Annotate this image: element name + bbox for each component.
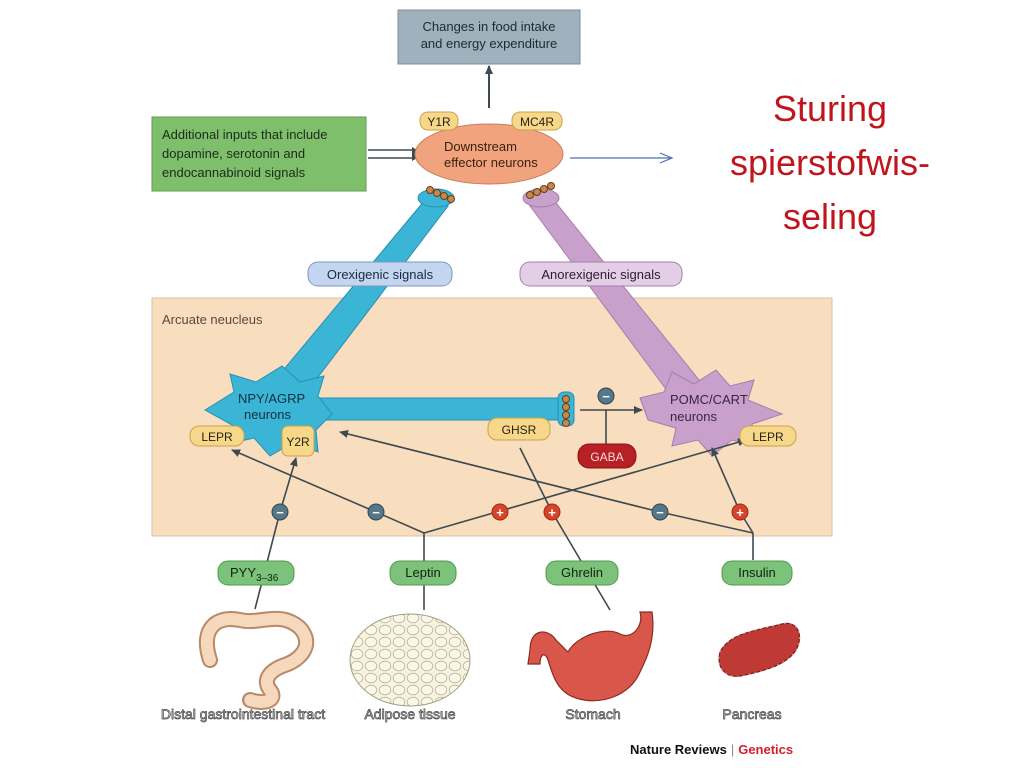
adipose-illustration	[349, 613, 471, 707]
svg-text:+: +	[496, 505, 504, 520]
lepr-right-receptor	[739, 425, 797, 447]
pyy-label-box	[217, 560, 295, 586]
effector-label-1: Downstream	[444, 139, 517, 154]
y1r-label: Y1R	[427, 115, 451, 129]
plus-sign-leptin: +	[491, 503, 509, 521]
credit-journal: Genetics	[738, 742, 794, 757]
effector-label-2: effector neurons	[444, 155, 538, 170]
intestine-illustration	[198, 610, 315, 710]
pancreas-illustration	[718, 622, 801, 677]
y2r-receptor	[281, 425, 315, 457]
gaba-label: GABA	[590, 450, 623, 464]
pancreas-label: Pancreas	[722, 706, 781, 722]
output-box	[397, 9, 581, 65]
svg-text:−: −	[276, 505, 284, 520]
gaba-box	[577, 443, 637, 469]
svg-text:−: −	[372, 505, 380, 520]
plus-sign-ghrelin: +	[543, 503, 561, 521]
npy-label-2: neurons	[244, 407, 291, 422]
output-line-2: and energy expenditure	[421, 36, 558, 51]
arcuate-label: Arcuate neucleus	[162, 312, 263, 327]
pomc-label-2: neurons	[670, 409, 717, 424]
adipose-label: Adipose tissue	[364, 706, 455, 722]
ghrelin-label: Ghrelin	[561, 565, 603, 580]
insulin-label: Insulin	[738, 565, 776, 580]
npy-label-1: NPY/AGRP	[238, 391, 305, 406]
mc4r-label: MC4R	[520, 115, 554, 129]
ghrelin-label-box	[545, 560, 619, 586]
plus-sign-insulin: +	[731, 503, 749, 521]
slide-title-line-2: spierstofwis-	[729, 142, 931, 183]
orexigenic-label: Orexigenic signals	[327, 267, 434, 282]
stomach-label: Stomach	[565, 706, 620, 722]
minus-sign-gaba: −	[597, 387, 615, 405]
anorexigenic-label-box	[519, 261, 683, 287]
pomc-label-1: POMC/CART	[670, 392, 748, 407]
svg-text:+: +	[548, 505, 556, 520]
output-line-1: Changes in food intake	[423, 19, 556, 34]
minus-sign-insulin: −	[651, 503, 669, 521]
lepr-right-label: LEPR	[752, 430, 784, 444]
lepr-left-receptor	[189, 425, 245, 447]
credit-publisher: Nature Reviews	[630, 742, 727, 757]
orexigenic-label-box	[307, 261, 453, 287]
inputs-line-3: endocannabinoid signals	[162, 165, 306, 180]
ghsr-label: GHSR	[502, 423, 537, 437]
slide-title-line-1: Sturing	[772, 88, 888, 129]
ghsr-receptor	[487, 417, 551, 441]
slide-title-line-3: seling	[782, 196, 878, 237]
svg-text:+: +	[736, 505, 744, 520]
credit-separator: |	[730, 742, 735, 757]
y2r-label: Y2R	[286, 435, 310, 449]
insulin-label-box	[721, 560, 793, 586]
leptin-label-box	[389, 560, 457, 586]
anorexigenic-label: Anorexigenic signals	[541, 267, 661, 282]
minus-sign-leptin: −	[367, 503, 385, 521]
minus-sign-pyy: −	[271, 503, 289, 521]
svg-text:−: −	[656, 505, 664, 520]
source-credit: Nature Reviews|Genetics	[630, 742, 793, 757]
lepr-left-label: LEPR	[201, 430, 233, 444]
effector-neurons	[414, 123, 564, 185]
y1r-receptor	[419, 111, 459, 131]
inputs-arrow	[368, 149, 414, 159]
mc4r-receptor	[511, 111, 563, 131]
svg-text:−: −	[602, 389, 610, 404]
slide-title: Sturing spierstofwis- seling	[690, 82, 970, 244]
stomach-illustration	[527, 611, 654, 702]
inputs-box	[151, 116, 367, 192]
leptin-label: Leptin	[405, 565, 440, 580]
gi-tract-label: Distal gastrointestinal tract	[161, 706, 325, 722]
inputs-line-1: Additional inputs that include	[162, 127, 328, 142]
pyy-label: PYY3–36	[230, 565, 279, 584]
synaptic-vesicles	[426, 182, 570, 427]
inputs-line-2: dopamine, serotonin and	[162, 146, 305, 161]
